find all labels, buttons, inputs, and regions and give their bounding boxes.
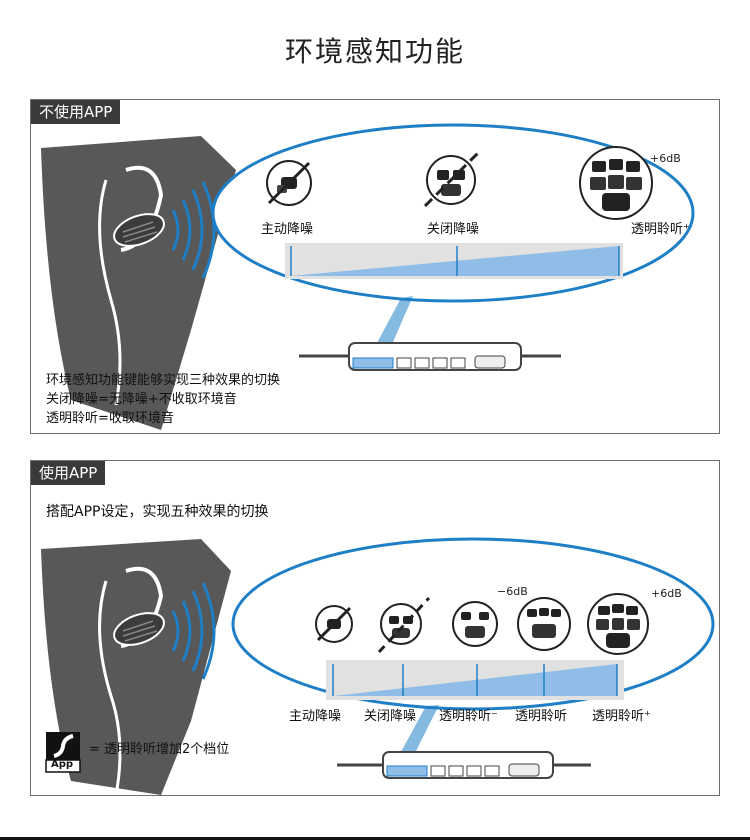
intro-text: 搭配APP设定，实现五种效果的切换 (46, 504, 269, 520)
db-minus-label: −6dB (497, 585, 528, 598)
remote-control-icon (337, 751, 591, 779)
level-bar (285, 243, 623, 279)
db-plus-label: +6dB (650, 152, 681, 165)
anc-icon (266, 160, 312, 206)
mode-label-anc-off: 关闭降噪 (427, 222, 480, 237)
app-logo-icon (45, 732, 81, 773)
earbud-icon (113, 612, 165, 646)
anc-icon (315, 605, 353, 643)
illustration-without-app (41, 123, 695, 430)
transparency-minus-icon (452, 601, 498, 647)
mode-label-anc: 主动降噪 (261, 222, 314, 237)
anc-off-icon (377, 596, 431, 654)
transparency-plus-icon (587, 593, 649, 655)
anc-off-icon (423, 148, 483, 208)
sound-waves-icon (171, 582, 216, 680)
level-bar (326, 660, 624, 700)
illustration-with-app (41, 537, 715, 795)
transparency-plus-icon (579, 146, 653, 220)
db-plus-label: +6dB (651, 587, 682, 600)
description: 环境感知功能键能够实现三种效果的切换 关闭降噪=无降噪+不收取环境音 透明聆听=… (46, 371, 280, 428)
bottom-rule (0, 837, 750, 840)
app-note: = 透明聆听增加2个档位 (89, 742, 230, 757)
description-line: 关闭降噪=无降噪+不收取环境音 (46, 392, 237, 407)
mode-label-transparency: 透明聆听 (515, 709, 568, 724)
earbud-icon (113, 213, 165, 247)
mode-label-anc: 主动降噪 (289, 709, 342, 724)
page-title: 环境感知功能 (284, 35, 465, 68)
remote-control-icon (299, 342, 561, 371)
transparency-icon (517, 597, 571, 651)
mode-label-transparency-plus: 透明聆听⁺ (631, 222, 690, 237)
mode-label-anc-off: 关闭降噪 (364, 709, 417, 724)
description-line: 透明聆听=收取环境音 (46, 411, 174, 426)
description-line: 环境感知功能键能够实现三种效果的切换 (46, 373, 281, 388)
panel-tag: 使用APP (31, 461, 106, 485)
app-logo-label: App (51, 759, 74, 770)
panel-tag: 不使用APP (31, 100, 121, 124)
panel-without-app: 不使用APP (30, 99, 720, 434)
mode-label-transparency-minus: 透明聆听⁻ (439, 709, 498, 724)
mode-label-transparency-plus: 透明聆听⁺ (592, 709, 651, 724)
panel-with-app: 使用APP 搭配APP设定，实现五种效果的切换 (30, 460, 720, 796)
sound-waves-icon (171, 181, 216, 279)
